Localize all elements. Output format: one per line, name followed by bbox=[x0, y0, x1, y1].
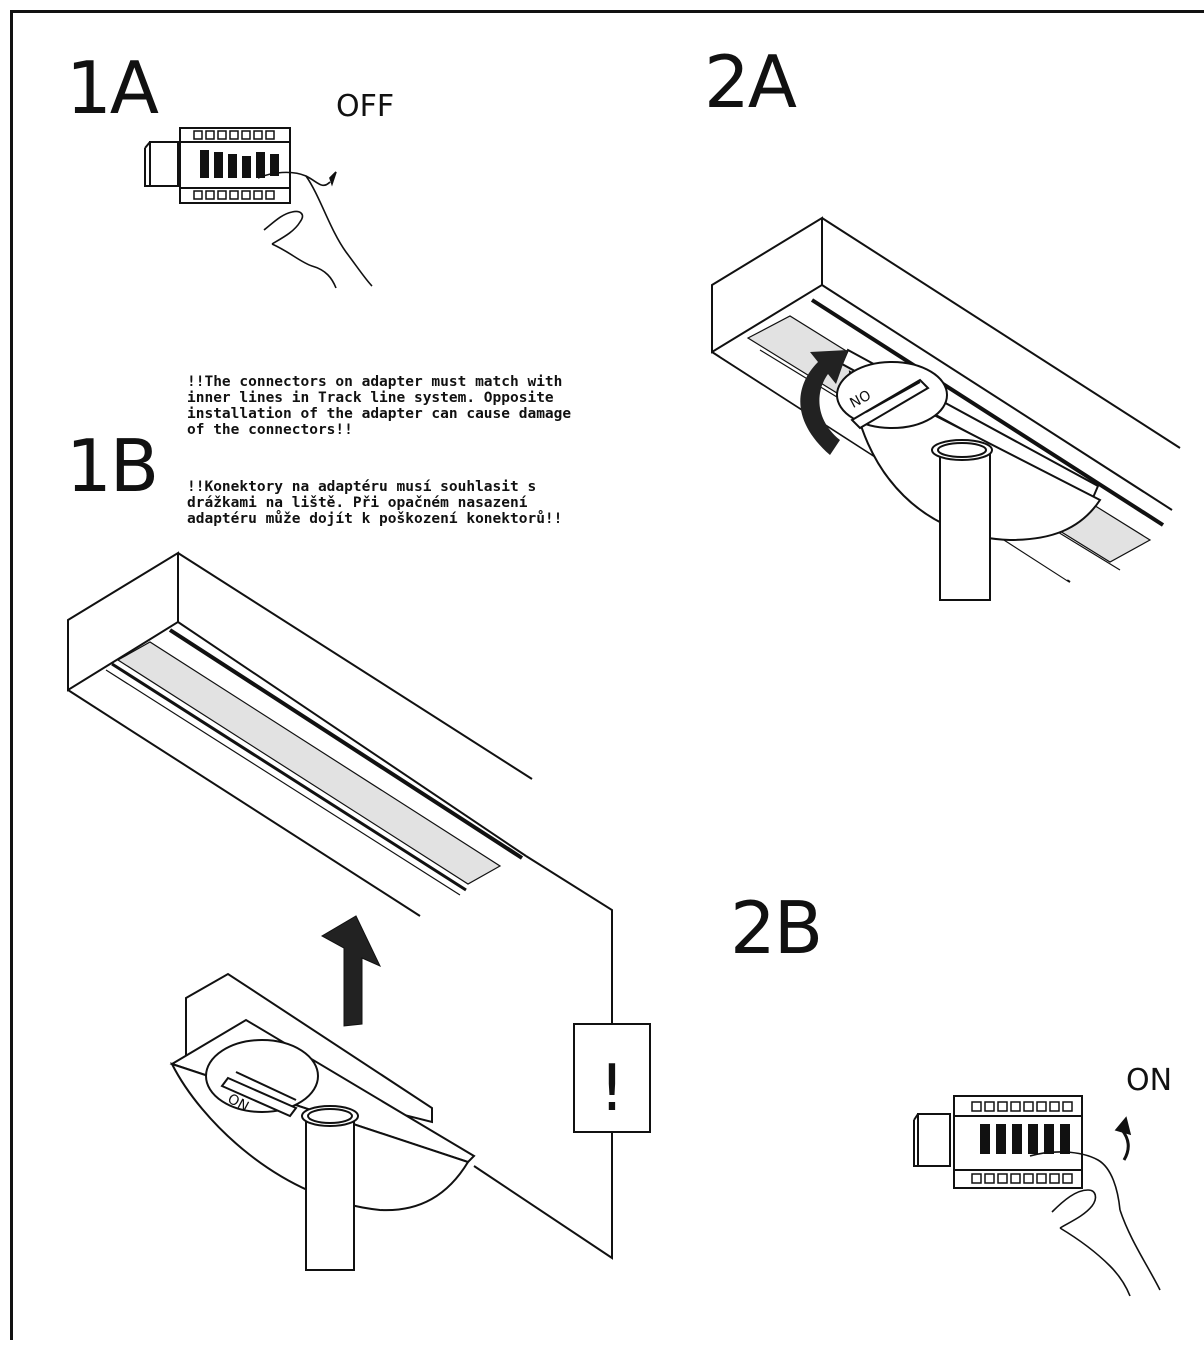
arrow-up-icon bbox=[320, 915, 382, 1027]
switch-state-on: ON bbox=[1126, 1063, 1173, 1098]
switch-state-off: OFF bbox=[336, 89, 395, 124]
rotate-arrow-icon bbox=[800, 350, 848, 455]
hand-icon bbox=[1029, 1116, 1161, 1297]
page-frame bbox=[10, 10, 1204, 1340]
warning-note-english: !!The connectors on adapter must match w… bbox=[187, 374, 572, 438]
adapter-icon: NO bbox=[836, 348, 1102, 601]
hand-icon bbox=[257, 171, 373, 289]
breaker-panel-icon bbox=[144, 127, 291, 204]
step-label-2b: 2B bbox=[730, 886, 823, 970]
breaker-panel-icon bbox=[913, 1095, 1083, 1189]
step-label-1a: 1A bbox=[66, 46, 159, 130]
track-rail-icon bbox=[67, 551, 613, 1260]
step-label-2a: 2A bbox=[704, 40, 797, 124]
step-label-1b: 1B bbox=[66, 424, 159, 508]
adapter-icon: ON bbox=[169, 972, 476, 1271]
warning-box-icon: ! bbox=[573, 1023, 651, 1133]
warning-symbol: ! bbox=[599, 1052, 625, 1126]
warning-note-czech: !!Konektory na adaptéru musí souhlasit s… bbox=[187, 479, 563, 527]
